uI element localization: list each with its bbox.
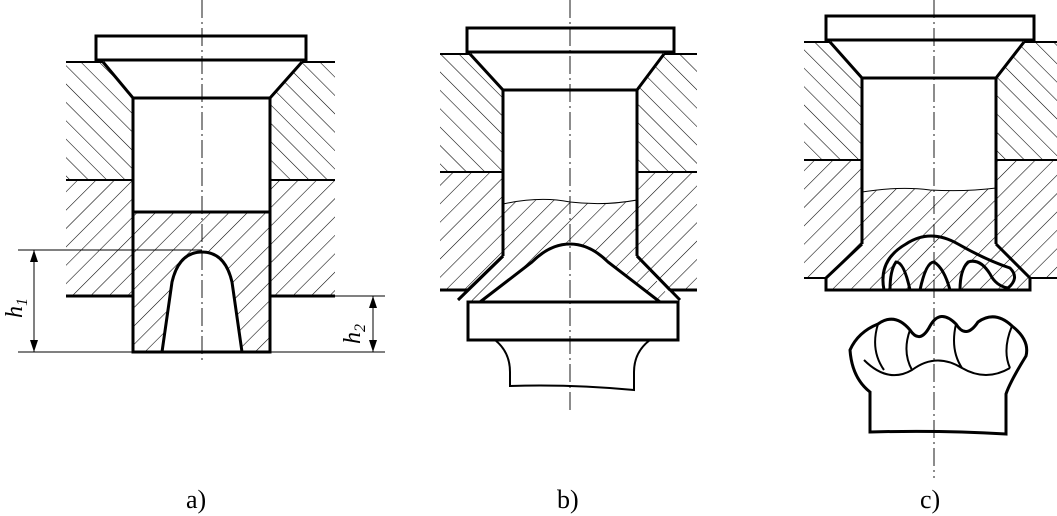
panel-c: c) <box>804 0 1057 514</box>
panel-b-caption: b) <box>557 485 579 514</box>
workpiece-b <box>468 199 672 302</box>
h1-subscript: 1 <box>14 298 31 306</box>
punch-head-b <box>465 26 676 54</box>
lower-die-left-b <box>440 172 503 290</box>
h2-subscript: 2 <box>352 324 369 332</box>
lower-die-right-a <box>270 180 335 296</box>
lower-punch-b <box>466 300 680 342</box>
cavity-waves-c <box>881 234 1016 292</box>
lower-die-right-c <box>996 160 1057 278</box>
lower-die-left-c <box>804 160 862 278</box>
dimension-h1: h1 <box>2 249 202 353</box>
panel-a-caption: a) <box>186 485 206 514</box>
lower-punch-stem-b <box>494 339 651 392</box>
svg-text:h2: h2 <box>340 324 369 344</box>
punch-head-c <box>824 14 1036 42</box>
h2-symbol: h <box>340 332 366 344</box>
panel-b: b) <box>440 0 697 514</box>
upper-die-right-c <box>996 42 1057 160</box>
upper-die-left-b <box>440 54 503 172</box>
upper-die-right-a <box>270 62 335 180</box>
workpiece-a <box>133 212 270 352</box>
panel-a: h1 h2 a) <box>2 0 385 514</box>
ejected-part-c <box>848 315 1029 436</box>
upper-die-left-c <box>804 42 862 160</box>
lower-die-right-b <box>637 172 697 290</box>
h1-symbol: h <box>2 306 28 318</box>
upper-die-right-b <box>637 54 697 172</box>
lower-die-left-a <box>66 180 133 296</box>
panel-c-caption: c) <box>920 485 940 514</box>
upper-die-left-a <box>66 62 133 180</box>
svg-text:h1: h1 <box>2 298 31 318</box>
workpiece-c <box>826 188 1030 290</box>
dimension-h2: h2 <box>270 295 385 353</box>
punch-head-a <box>94 34 308 62</box>
